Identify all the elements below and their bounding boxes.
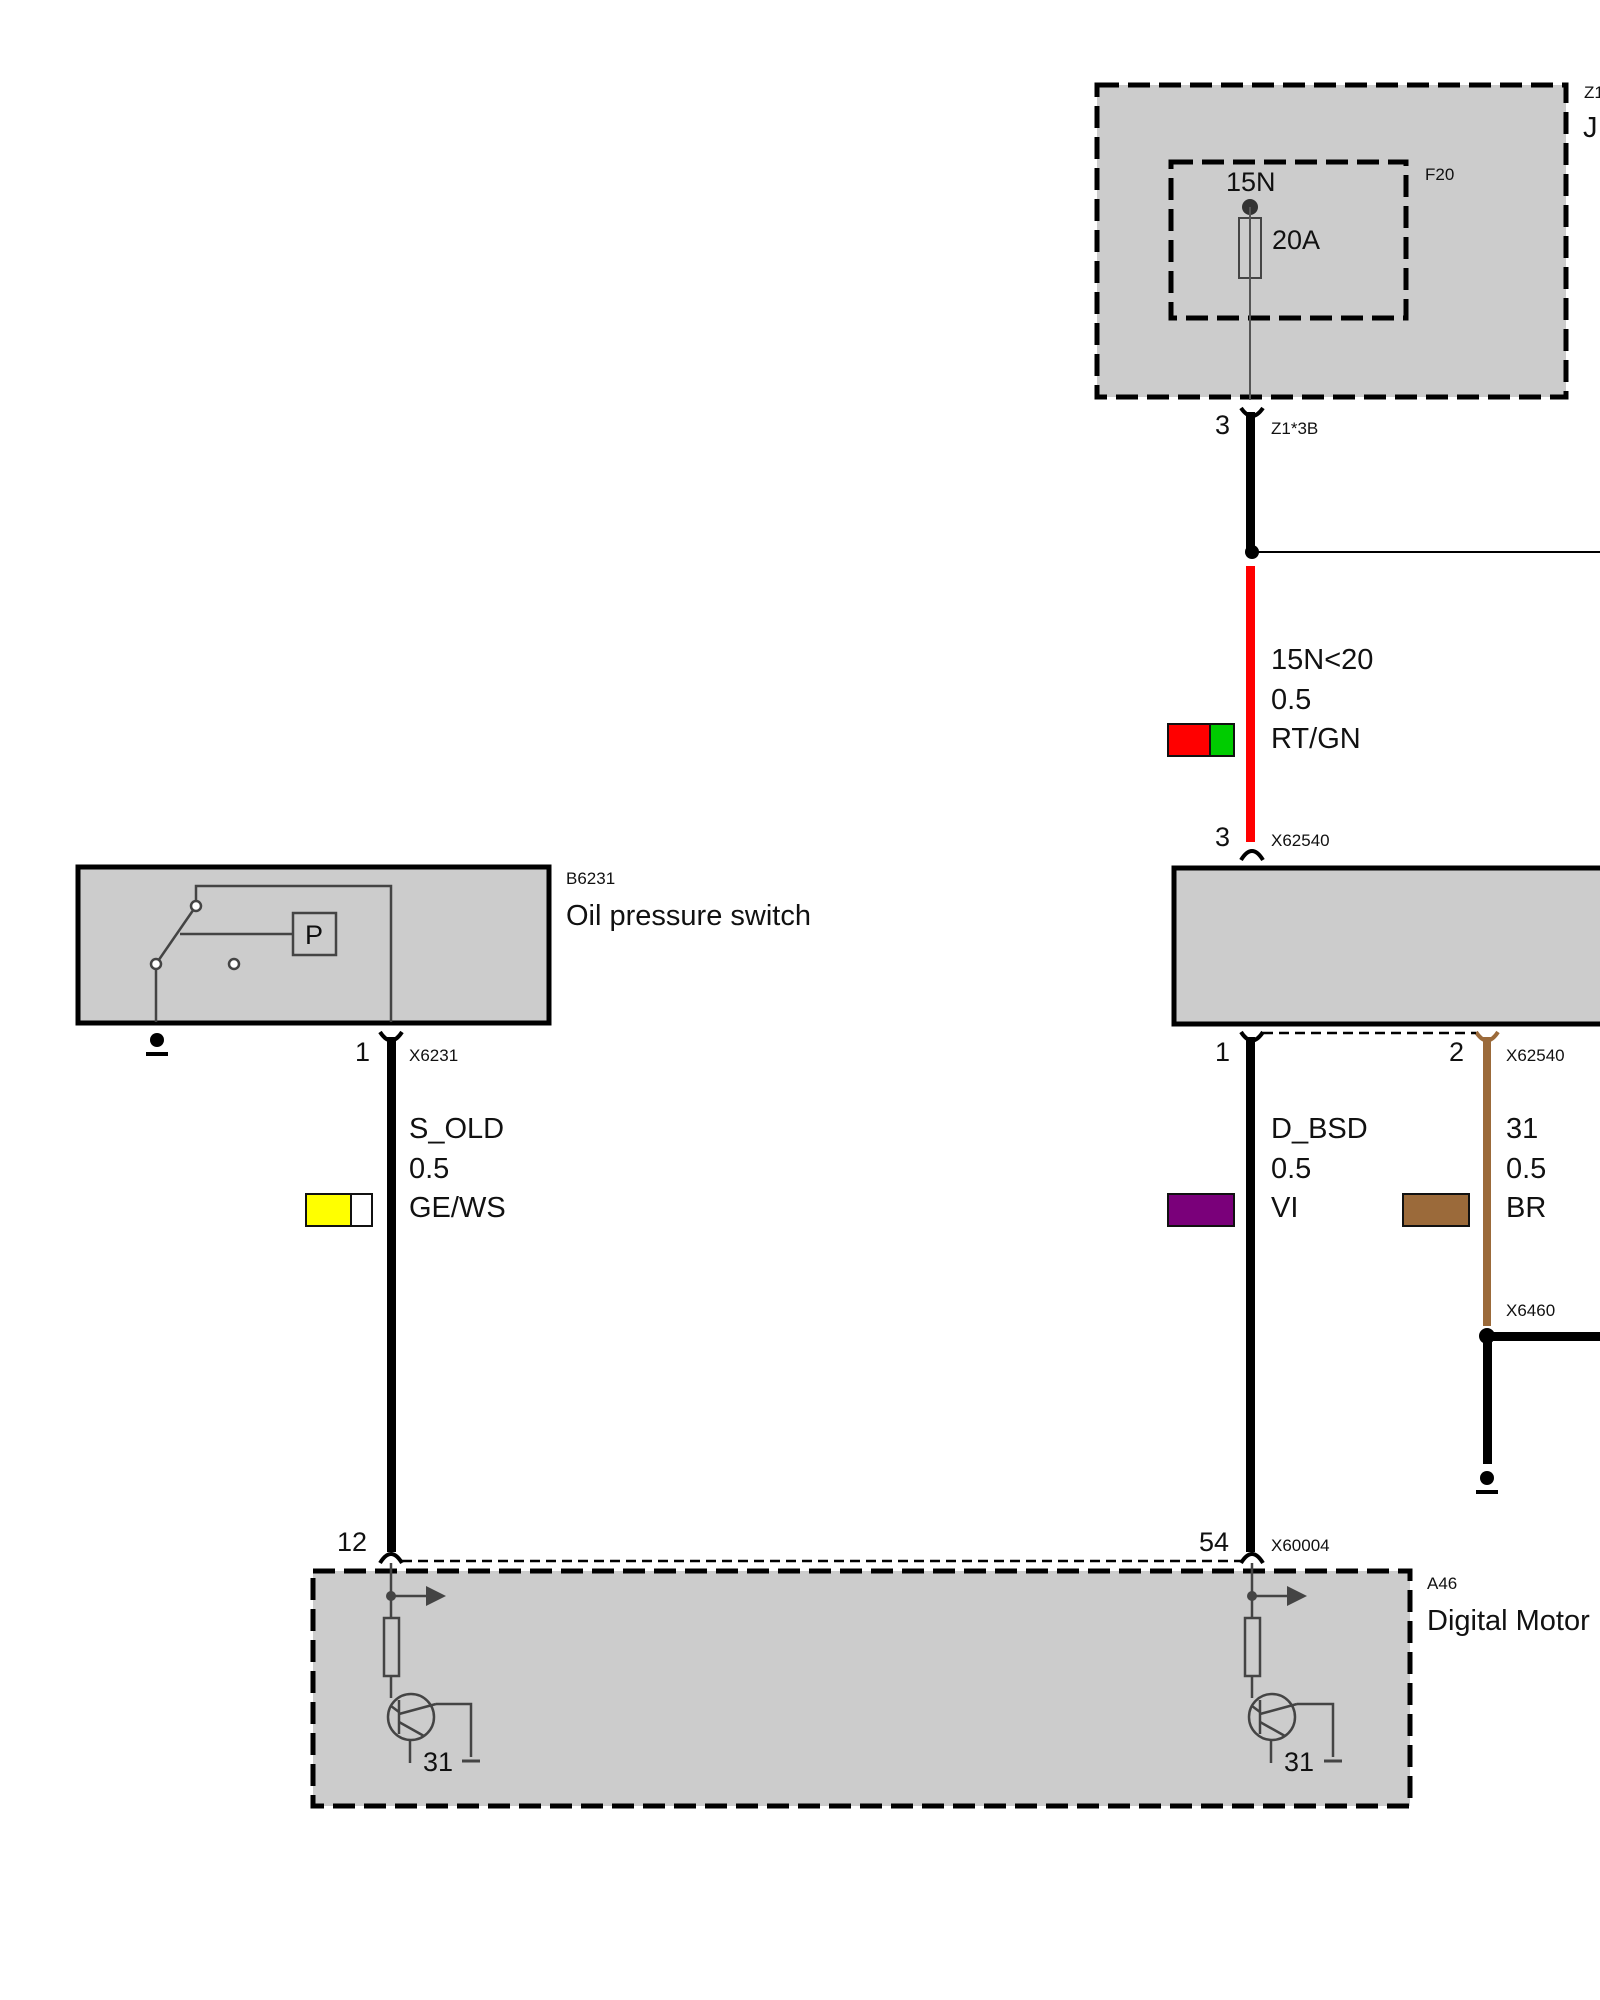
dme-name: Digital Motor [1427, 1605, 1590, 1637]
connector-x60004-pin12-icon [378, 1552, 404, 1565]
dme-id: A46 [1427, 1574, 1457, 1593]
dme-input-circuit-54 [1243, 1563, 1342, 1763]
wire-red-size: 0.5 [1271, 684, 1311, 716]
fuse-box-body [1094, 82, 1569, 400]
color-swatch-br [1402, 1193, 1470, 1227]
pin-z1-3: 3 [1215, 410, 1230, 440]
wire-ground-signal: 31 [1506, 1113, 1538, 1145]
connector-x62540-top-icon [1239, 849, 1265, 862]
wire-ground-31 [1483, 1037, 1491, 1326]
dme-ground-right: 31 [1284, 1747, 1314, 1777]
wire-s-old-signal: S_OLD [409, 1113, 504, 1145]
oil-switch-name: Oil pressure switch [566, 900, 811, 932]
wire-s-old-color-code: GE/WS [409, 1192, 506, 1224]
pin-x60004-12: 12 [337, 1527, 367, 1557]
wire-15n-top [1246, 412, 1255, 552]
pin-x62540-3: 3 [1215, 822, 1230, 852]
wire-s-old [387, 1037, 396, 1552]
fuse-terminal: 15N [1226, 167, 1276, 197]
connector-z1-3b-label: Z1*3B [1271, 419, 1318, 438]
connector-x6231-label: X6231 [409, 1046, 458, 1065]
dme-input-circuit-12 [382, 1563, 480, 1763]
connector-x62540-bottom-label: X62540 [1506, 1046, 1565, 1065]
wire-d-bsd [1246, 1037, 1255, 1552]
dme-body [310, 1568, 1413, 1809]
pin-x62540-1: 1 [1215, 1037, 1230, 1067]
x62540-component-body [1171, 865, 1600, 1027]
fuse-box-id: Z1 [1584, 83, 1600, 102]
pin-x6231-1: 1 [355, 1037, 370, 1067]
splice-x6460-label: X6460 [1506, 1301, 1555, 1320]
fuse-box-name: J [1583, 112, 1598, 144]
wire-d-bsd-size: 0.5 [1271, 1153, 1311, 1185]
fuse-f20-box [1168, 159, 1409, 321]
oil-switch-id: B6231 [566, 869, 615, 888]
wire-red-color-code: RT/GN [1271, 723, 1361, 755]
pressure-symbol: P [305, 920, 323, 950]
wire-d-bsd-signal: D_BSD [1271, 1113, 1368, 1145]
color-swatch-vi [1167, 1193, 1235, 1227]
pin-x62540-2: 2 [1449, 1037, 1464, 1067]
wire-ground-size: 0.5 [1506, 1153, 1546, 1185]
wire-splice-to-ground [1483, 1336, 1492, 1464]
oil-pressure-switch: P [75, 864, 552, 1026]
wire-ground-color-code: BR [1506, 1192, 1546, 1224]
connector-x60004-label: X60004 [1271, 1536, 1330, 1555]
wire-red-signal: 15N<20 [1271, 644, 1373, 676]
color-swatch-ge-ws [305, 1193, 373, 1227]
wire-15n-red [1246, 566, 1255, 842]
dme-ground-left: 31 [423, 1747, 453, 1777]
pin-x60004-54: 54 [1199, 1527, 1229, 1557]
ground-icon-x6460 [1476, 1471, 1498, 1494]
ground-icon-oil-switch [146, 1033, 168, 1056]
color-swatch-rt-gn [1167, 723, 1235, 757]
pressure-symbol-box [291, 911, 338, 957]
wire-s-old-size: 0.5 [409, 1153, 449, 1185]
fuse-box: Z1 J F20 15N 20A [1094, 82, 1600, 400]
fuse-rating: 20A [1272, 225, 1320, 255]
connector-x62540-top-label: X62540 [1271, 831, 1330, 850]
fuse-id: F20 [1425, 165, 1454, 184]
wire-d-bsd-color-code: VI [1271, 1192, 1298, 1224]
connector-x60004-pin54-icon [1239, 1552, 1265, 1565]
wire-splice-branch-right [1487, 1332, 1600, 1341]
